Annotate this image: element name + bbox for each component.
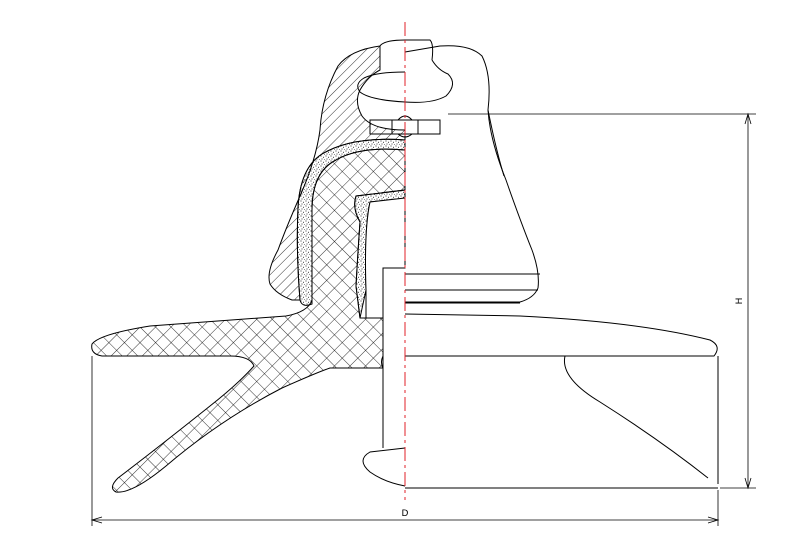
dimension-lines	[90, 112, 756, 526]
cap-exterior-right	[404, 45, 539, 303]
exterior-view	[357, 39, 719, 489]
shed-inner-curve	[563, 355, 709, 479]
pin-shoulder	[404, 59, 453, 103]
dimension-label-d: D	[402, 509, 409, 519]
cap-section	[268, 45, 406, 301]
section-view	[91, 45, 406, 493]
porcelain-section	[91, 148, 406, 493]
shed-rim-right	[404, 313, 718, 357]
cap-edge-shadow	[487, 109, 505, 177]
pin-head	[379, 39, 434, 61]
dimension-label-h: H	[735, 298, 745, 305]
ball-socket-bottom	[362, 447, 406, 487]
pin-shank	[365, 197, 406, 369]
